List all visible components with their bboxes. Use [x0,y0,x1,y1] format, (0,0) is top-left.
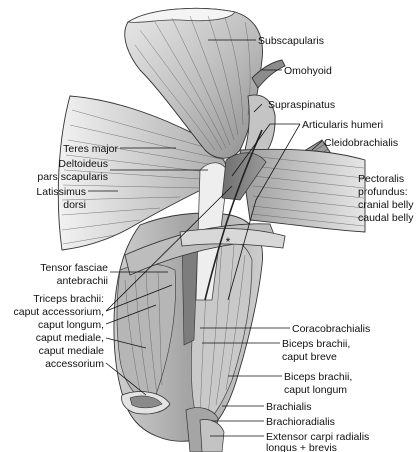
label-tensor-fasciae: Tensor fasciae antebrachii [40,262,108,287]
svg-text:caput mediale,: caput mediale, [36,332,104,344]
articularis-humeri-muscle [221,152,267,201]
latissimus-dorsi-muscle [57,95,233,251]
label-teres-major: Teres major [63,143,118,155]
olecranon-inner [129,395,163,409]
svg-text:dorsi: dorsi [63,199,86,211]
svg-text:longus + brevis: longus + brevis [266,442,337,452]
label-subscapularis: Subscapularis [258,35,324,47]
label-latissimus-dorsi: Latissimus dorsi [36,186,86,211]
svg-text:Pectoralis: Pectoralis [358,173,404,185]
svg-text:antebrachii: antebrachii [57,275,108,287]
label-omohyoid: Omohyoid [284,65,332,77]
label-extensor-carpi: Extensor carpi radialis longus + brevis [266,431,369,452]
tendon-sheet [179,228,286,249]
svg-text:Triceps brachii:: Triceps brachii: [33,293,104,305]
svg-text:caput breve: caput breve [282,351,337,363]
triceps-fibers [124,271,163,401]
label-deltoideus: Deltoideus pars scapularis [37,158,108,183]
leader-lines [88,39,323,437]
label-biceps-caput-breve: Biceps brachii, caput breve [282,338,350,363]
svg-text:Latissimus: Latissimus [36,186,86,198]
omohyoid-muscle [251,59,286,89]
asterisk-marker: * [226,235,231,249]
label-supraspinatus: Supraspinatus [268,99,335,111]
label-coracobrachialis: Coracobrachialis [292,323,370,335]
svg-text:caput longum: caput longum [284,384,347,396]
label-brachioradialis: Brachioradialis [266,416,335,428]
svg-text:caput accessorium,: caput accessorium, [14,306,104,318]
pectoralis-fibers [249,155,365,227]
svg-text:profundus:: profundus: [358,186,408,198]
svg-text:cranial belly: cranial belly [358,199,414,211]
svg-text:pars scapularis: pars scapularis [37,171,108,183]
biceps-tendon [204,129,263,301]
svg-text:Biceps brachii,: Biceps brachii, [282,338,350,350]
latissimus-fibers [61,109,227,245]
svg-text:caput longum,: caput longum, [38,319,104,331]
scapula-cartilage [126,7,236,23]
label-biceps-caput-longum: Biceps brachii, caput longum [284,371,352,396]
svg-text:caudal belly: caudal belly [358,212,414,224]
label-triceps-brachii: Triceps brachii: caput accessorium, capu… [14,293,105,370]
svg-text:Extensor carpi radialis: Extensor carpi radialis [266,431,369,443]
label-articularis-humeri: Articularis humeri [302,119,383,131]
svg-text:Deltoideus: Deltoideus [58,158,108,170]
label-pectoralis-profundus: Pectoralis profundus: cranial belly caud… [358,173,414,224]
label-brachialis: Brachialis [266,401,312,413]
supraspinatus-muscle [244,94,276,161]
svg-text:Tensor fasciae: Tensor fasciae [40,262,108,274]
subscapularis-fibers [134,15,251,151]
svg-text:caput mediale: caput mediale [39,345,105,357]
svg-text:Biceps brachii,: Biceps brachii, [284,371,352,383]
label-cleidobrachialis: Cleidobrachialis [324,137,398,149]
svg-text:accessorium: accessorium [45,358,104,370]
